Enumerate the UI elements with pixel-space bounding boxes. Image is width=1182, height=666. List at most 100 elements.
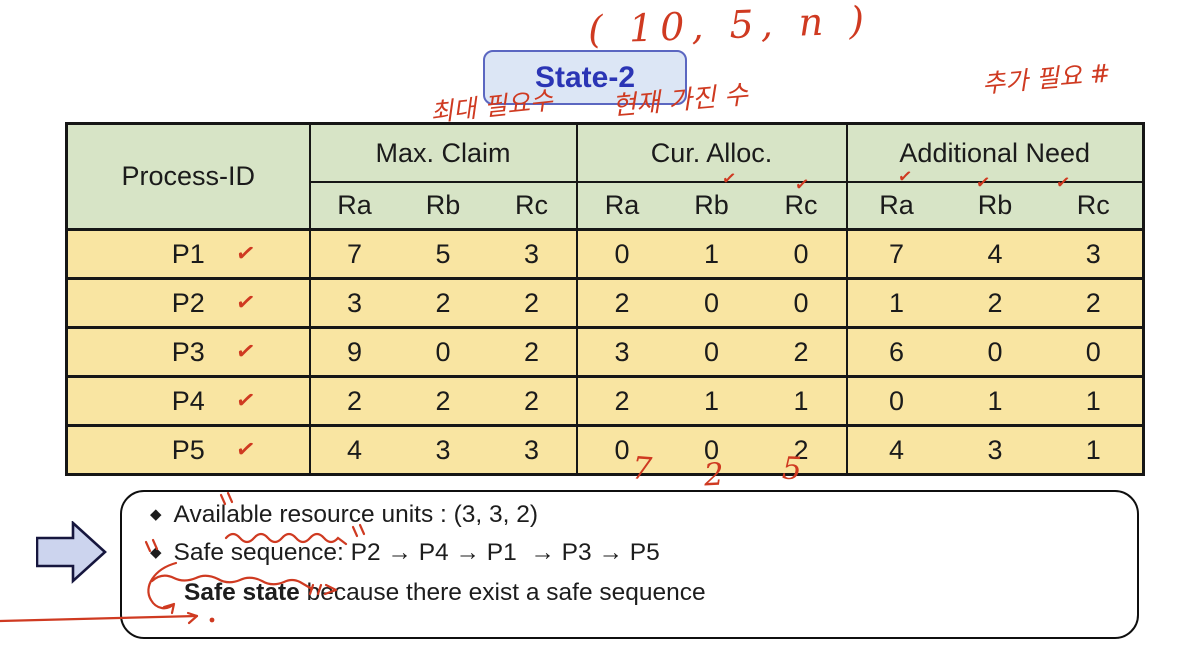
handwritten-check-icon: ✓ <box>974 172 992 193</box>
process-cell: P1 ✓ <box>66 229 310 279</box>
table-cell: 7 <box>845 229 946 279</box>
table-cell: 1 <box>1044 376 1144 426</box>
handwritten-check-icon: ✓ <box>793 174 811 195</box>
table-cell: 0 <box>945 327 1045 377</box>
table-cell: 1 <box>756 376 847 426</box>
safe-sequence-line: ◆ Safe sequence: P2 → P4 → P1 → P3 → P5 <box>150 538 660 569</box>
resource-header-rb: Rb <box>398 182 488 230</box>
resource-header-rb: Rb <box>945 182 1045 230</box>
table-cell: 0 <box>575 229 667 279</box>
table-cell: 2 <box>756 425 847 475</box>
table-cell: 4 <box>308 425 399 475</box>
table-cell: 7 <box>308 229 399 279</box>
table-cell: 0 <box>666 278 757 328</box>
table-cell: 1 <box>1044 425 1144 475</box>
resource-header-rb: Rb <box>666 182 757 230</box>
table-cell: 0 <box>756 229 847 279</box>
process-cell: P4 ✓ <box>66 376 310 426</box>
table-cell: 1 <box>845 278 946 328</box>
table-cell: 2 <box>575 278 667 328</box>
handwritten-check-icon: ✓ <box>233 385 258 415</box>
handwritten-check-icon: ✓ <box>1054 172 1072 193</box>
table-cell: 3 <box>487 425 577 475</box>
handwritten-note-additional-need: 추가 필요 # <box>980 58 1112 99</box>
handwritten-sum: 5 <box>781 450 803 488</box>
table-cell: 2 <box>756 327 847 377</box>
table-cell: 2 <box>945 278 1045 328</box>
table-cell: 2 <box>575 376 667 426</box>
handwritten-check-icon: ✓ <box>720 168 738 189</box>
cur-alloc-header: Cur. Alloc. <box>575 123 847 182</box>
diamond-bullet-icon: ◆ <box>150 506 162 523</box>
process-label: P1 <box>171 238 205 269</box>
state-badge: State-2 <box>483 50 687 105</box>
table-cell: 2 <box>308 376 399 426</box>
table-cell: 0 <box>1044 327 1144 377</box>
table-cell: 3 <box>945 425 1045 475</box>
resource-header-rc: Rc <box>487 182 577 230</box>
table-cell: 0 <box>666 425 757 475</box>
safe-state-text: Safe state <box>184 579 300 606</box>
table-cell: 3 <box>398 425 488 475</box>
process-cell: P2 ✓ <box>66 278 310 328</box>
safe-state-rest-text: because there exist a safe sequence <box>299 579 706 606</box>
table-cell: 6 <box>845 327 946 377</box>
resource-header-ra: Ra <box>308 182 399 230</box>
table-cell: 2 <box>398 376 488 426</box>
table-cell: 3 <box>1044 229 1144 279</box>
table-cell: 2 <box>398 278 488 328</box>
process-label: P4 <box>171 385 205 416</box>
table-cell: 9 <box>308 327 399 377</box>
diamond-bullet-icon: ◆ <box>150 544 162 561</box>
table-cell: 1 <box>945 376 1045 426</box>
additional-need-header: Additional Need <box>845 123 1144 182</box>
table-cell: 0 <box>398 327 488 377</box>
table-row: P2✓ 3 2 2 2 0 0 1 2 2 <box>66 278 1144 328</box>
table-cell: 5 <box>398 229 488 279</box>
table-row: P3 ✓ 9 0 2 3 0 2 6 0 0 <box>66 327 1144 377</box>
block-arrow-icon <box>36 521 107 584</box>
handwritten-note-max-claim: 최대 필요수 <box>428 85 555 128</box>
process-id-header: Process-ID <box>66 123 310 230</box>
table-cell: 4 <box>945 229 1045 279</box>
resource-header-rc: Rc <box>1044 182 1144 230</box>
table-cell: 0 <box>756 278 847 328</box>
table-row: P5 ✓ 4 3 3 0 0 2 4 3 1 <box>66 425 1144 475</box>
table-cell: 0 <box>575 425 667 475</box>
safe-state-line: Safe state because there exist a safe se… <box>184 578 706 609</box>
resource-header-ra: Ra <box>575 182 667 230</box>
handwritten-sum: 7 <box>630 450 654 488</box>
process-label: P5 <box>171 434 205 465</box>
handwritten-check-icon: ✓ <box>896 166 914 187</box>
table-cell: 1 <box>666 229 757 279</box>
handwritten-tuple: ( 10, 5, n ) <box>587 0 872 52</box>
resource-header-ra: Ra <box>845 182 946 230</box>
safe-sequence-text: Safe sequence: P2 → P4 → P1 → P3 → P5 <box>173 539 660 566</box>
process-label: P3 <box>171 336 205 367</box>
table-cell: 1 <box>666 376 757 426</box>
process-cell: P5 ✓ <box>66 425 310 475</box>
table-cell: 2 <box>1044 278 1144 328</box>
table-cell: 0 <box>666 327 757 377</box>
table-cell: 2 <box>487 278 577 328</box>
resource-table: Process-ID Max. Claim Cur. Alloc. Additi… <box>65 122 1145 476</box>
available-resources-text: Available resource units : (3, 3, 2) <box>173 501 539 528</box>
max-claim-header: Max. Claim <box>308 123 577 182</box>
table-row: P4✓ 2 2 2 2 1 1 0 1 1 <box>66 376 1144 426</box>
table-cell: 2 <box>487 327 577 377</box>
process-label: P2 <box>171 287 205 318</box>
result-box <box>120 490 1139 639</box>
table-cell: 2 <box>487 376 577 426</box>
handwritten-check-icon: ✓ <box>233 238 258 268</box>
handwritten-check-icon: ✓ <box>233 336 258 366</box>
resource-header-rc: Rc <box>756 182 847 230</box>
table-cell: 4 <box>845 425 946 475</box>
table-cell: 3 <box>487 229 577 279</box>
handwritten-check-icon: ✓ <box>233 434 258 464</box>
handwritten-check-icon: ✓ <box>233 287 258 317</box>
handwritten-sum: 2 <box>703 456 725 494</box>
table-cell: 3 <box>575 327 667 377</box>
available-resources-line: ◆ Available resource units : (3, 3, 2) <box>150 500 538 531</box>
process-cell: P3 ✓ <box>66 327 310 377</box>
